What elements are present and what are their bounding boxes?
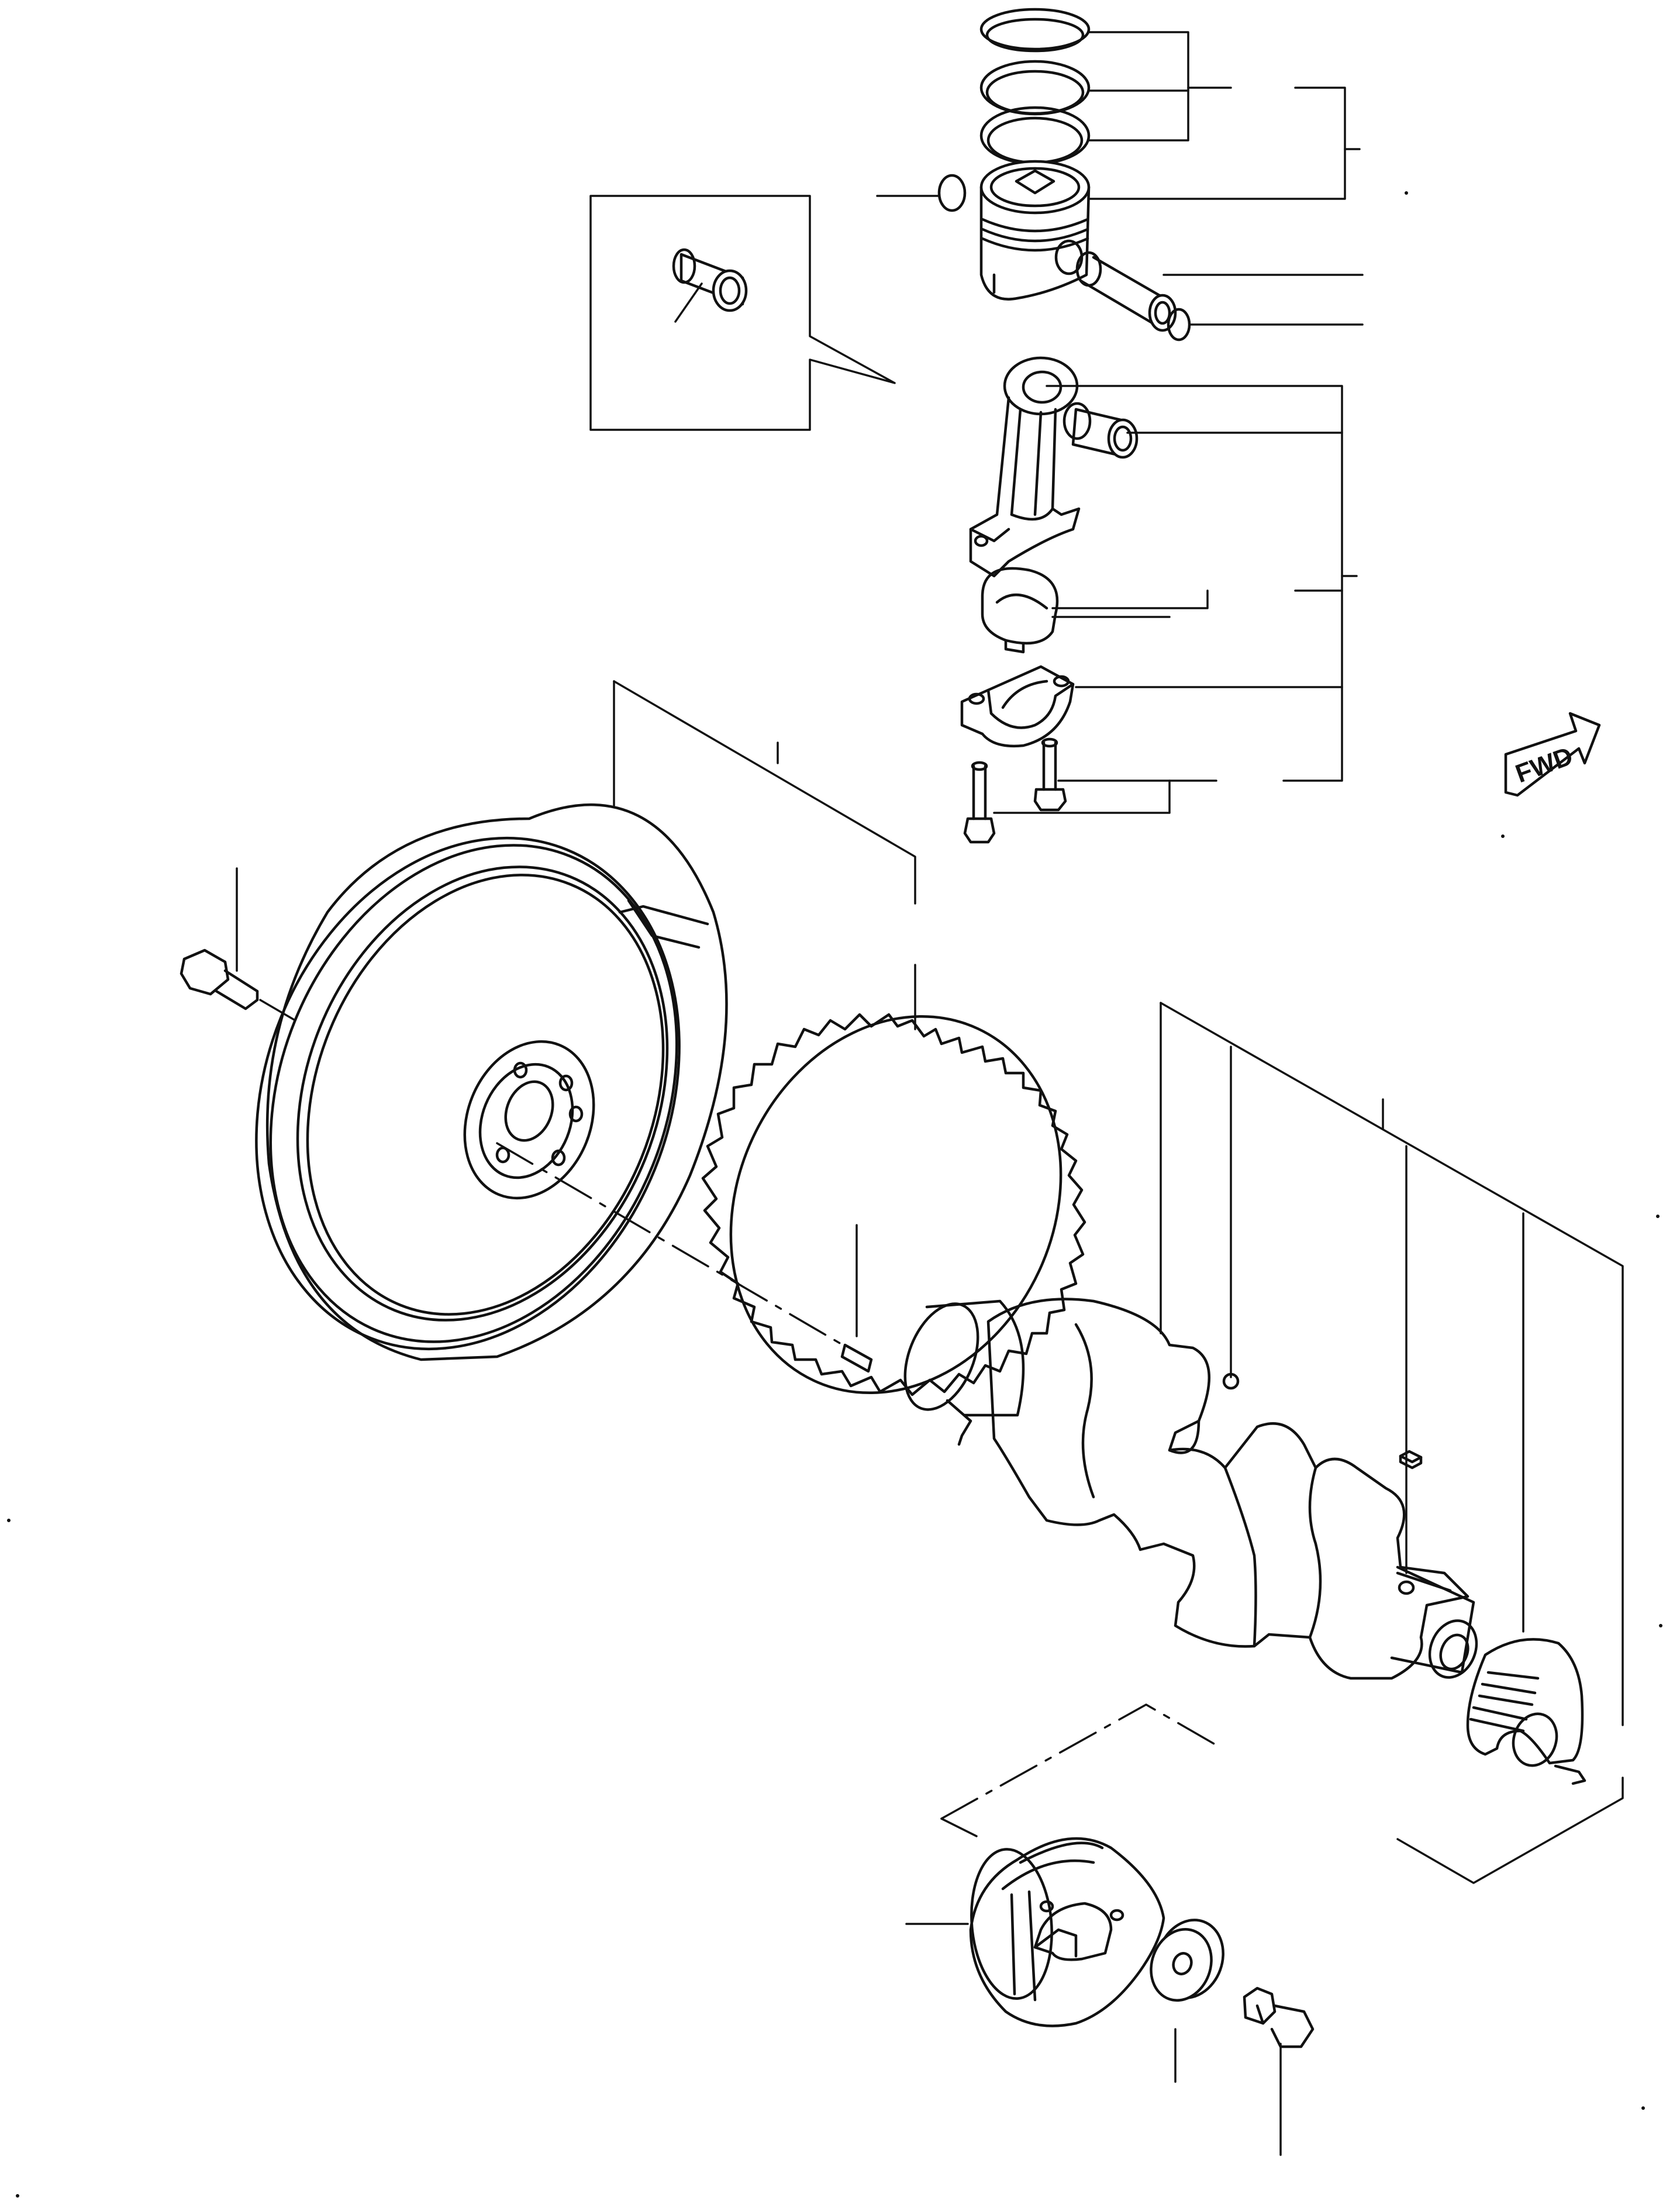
thrust-bearing xyxy=(1466,1638,1586,1785)
crankshaft xyxy=(903,1298,1478,1680)
rod-bolts xyxy=(963,737,1067,844)
crank-key xyxy=(1399,1450,1423,1470)
piston-ring-set xyxy=(979,8,1091,165)
small-end-bushing xyxy=(1062,402,1139,459)
fwd-direction-arrow: FWD xyxy=(1504,712,1601,797)
flywheel-bracket xyxy=(613,680,916,1030)
upper-rod-bearing xyxy=(981,567,1059,654)
piston-pin xyxy=(1075,251,1177,332)
flywheel-axis-line xyxy=(496,1142,849,1349)
connecting-rod xyxy=(969,356,1081,578)
crankshaft-bracket xyxy=(1160,1002,1624,1884)
pulley-bolt xyxy=(1243,1986,1315,2048)
dowel-pin xyxy=(840,1224,873,1373)
scan-artifacts xyxy=(7,191,1662,2198)
piston-pin-snap-ring xyxy=(937,174,967,212)
piston xyxy=(979,160,1091,301)
lower-rod-bearing-cap xyxy=(960,665,1075,747)
crank-pulley xyxy=(969,1837,1165,2027)
small-end-bushing-inset xyxy=(589,195,896,431)
leader-lines-top xyxy=(876,31,1364,814)
pulley-washer xyxy=(1150,1919,1224,2002)
ring-gear xyxy=(701,1013,1086,1396)
flywheel xyxy=(255,803,728,1361)
flywheel-bolt xyxy=(180,867,296,1022)
